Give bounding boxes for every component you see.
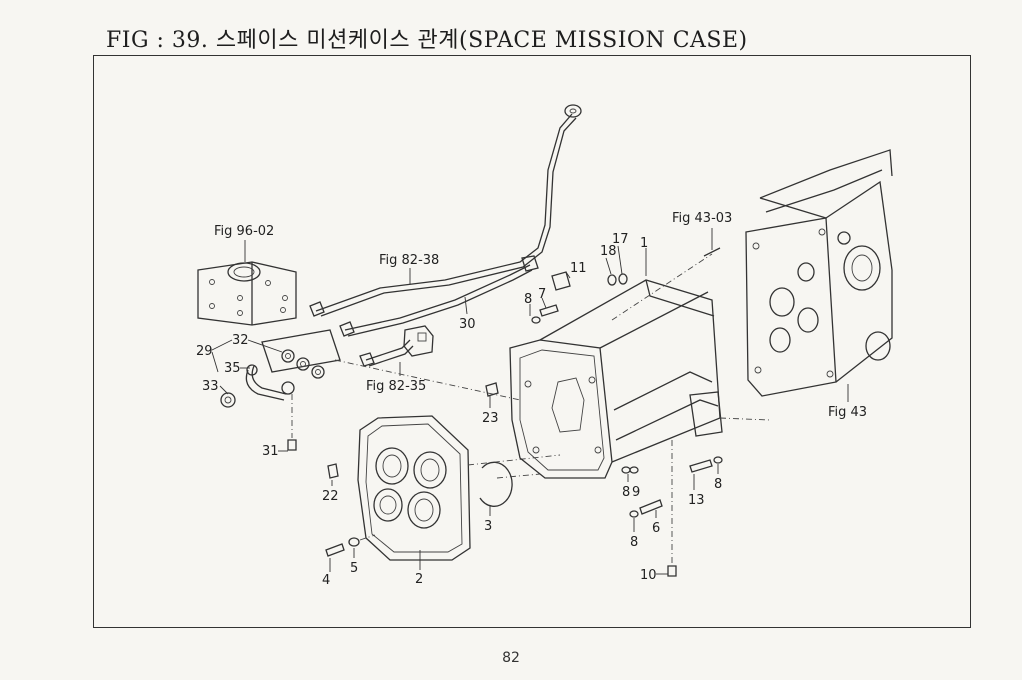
callout-31: 31 bbox=[262, 444, 279, 459]
bracket-fig-96-02 bbox=[197, 261, 297, 326]
page-number: 82 bbox=[502, 650, 520, 666]
pin-part-23 bbox=[485, 382, 499, 397]
callout-7: 7 bbox=[538, 287, 546, 302]
rear-housing-fig-43 bbox=[745, 149, 893, 397]
stud-fig-43-03 bbox=[703, 247, 721, 257]
snap-ring-part-3 bbox=[479, 461, 513, 507]
callout-6: 6 bbox=[652, 521, 660, 536]
fitting-part-11 bbox=[551, 271, 571, 291]
washer-part-8a bbox=[531, 316, 541, 324]
callout-4: 4 bbox=[322, 573, 330, 588]
ref-fig-96-02: Fig 96-02 bbox=[214, 224, 274, 239]
mission-case-part-1 bbox=[509, 279, 723, 479]
oil-pipe-assembly bbox=[309, 104, 582, 367]
callout-1: 1 bbox=[640, 236, 648, 251]
callout-8d: 8 bbox=[714, 477, 722, 492]
diagram-frame bbox=[93, 55, 971, 628]
front-cover-part-2 bbox=[357, 415, 471, 561]
figure-title: FIG : 39. 스페이스 미션케이스 관계(SPACE MISSION CA… bbox=[106, 28, 748, 53]
bolt-part-6 bbox=[639, 499, 663, 515]
callout-29: 29 bbox=[196, 344, 213, 359]
bolt-part-4 bbox=[325, 543, 345, 557]
callout-33: 33 bbox=[202, 379, 219, 394]
callout-8b: 8 bbox=[622, 485, 630, 500]
bolt-part-13 bbox=[689, 459, 713, 473]
callout-18: 18 bbox=[600, 244, 617, 259]
callout-30: 30 bbox=[459, 317, 476, 332]
washer-part-5 bbox=[348, 537, 360, 547]
callout-3: 3 bbox=[484, 519, 492, 534]
ref-fig-43-03: Fig 43-03 bbox=[672, 211, 732, 226]
callout-8a: 8 bbox=[524, 292, 532, 307]
washer-part-17 bbox=[618, 273, 628, 285]
callout-32: 32 bbox=[232, 333, 249, 348]
ref-fig-82-38: Fig 82-38 bbox=[379, 253, 439, 268]
callout-13: 13 bbox=[688, 493, 705, 508]
washer-part-18 bbox=[607, 274, 617, 286]
callout-11: 11 bbox=[570, 261, 587, 276]
callout-22: 22 bbox=[322, 489, 339, 504]
callout-17: 17 bbox=[612, 232, 629, 247]
ref-fig-82-35: Fig 82-35 bbox=[366, 379, 426, 394]
callout-10: 10 bbox=[640, 568, 657, 583]
callout-35: 35 bbox=[224, 361, 241, 376]
callout-2: 2 bbox=[415, 572, 423, 587]
callout-8c: 8 bbox=[630, 535, 638, 550]
callout-5: 5 bbox=[350, 561, 358, 576]
callout-23: 23 bbox=[482, 411, 499, 426]
callout-9: 9 bbox=[632, 485, 640, 500]
ref-fig-43: Fig 43 bbox=[828, 405, 867, 420]
drain-plug-part-10 bbox=[667, 565, 677, 577]
valve-fitting-group bbox=[220, 329, 341, 408]
bolt-part-7 bbox=[539, 304, 559, 317]
pin-part-22 bbox=[327, 463, 339, 479]
